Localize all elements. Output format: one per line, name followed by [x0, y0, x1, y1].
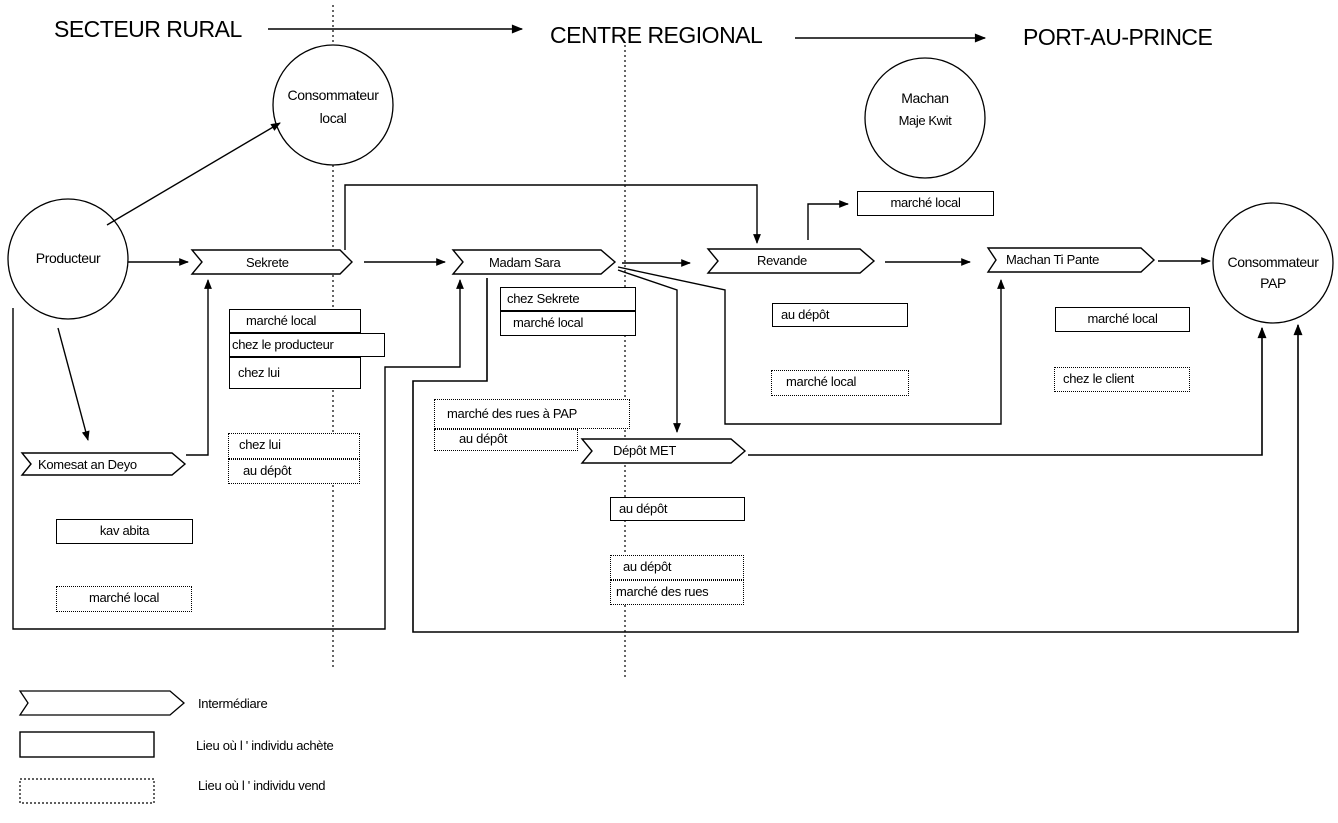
sekrete-sell-chez-lui: chez lui	[228, 433, 360, 459]
consommateur-pap-label: Consommateur PAP	[1210, 254, 1336, 292]
sekrete-label: Sekrete	[246, 255, 289, 270]
arrow-madam-sara-ti-pante	[617, 266, 1005, 425]
machan-ti-pante-label: Machan Ti Pante	[1006, 252, 1100, 267]
madam-sara-chevron	[451, 249, 617, 275]
arrow-komesat-sekrete	[186, 279, 212, 456]
legend-sell-label: Lieu où l ' individu vend	[198, 778, 326, 793]
arrow-depot-consommateur	[748, 326, 1267, 456]
madam-sara-buy-marche-local: marché local	[500, 311, 636, 336]
revande-sell-marche-local: marché local	[771, 370, 909, 396]
revande-chevron	[706, 248, 876, 274]
legend-chevron	[18, 690, 185, 716]
revande-buy-marche-local: marché local	[857, 191, 994, 216]
consommateur-pap-node	[1212, 202, 1334, 324]
machan-maje-kwit-label: Machan Maje Kwit	[865, 90, 985, 128]
sekrete-chevron	[190, 249, 353, 275]
line-madam-sara-left	[412, 278, 1303, 633]
machan-ti-pante-chevron	[986, 247, 1156, 273]
region-title-rural: SECTEUR RURAL	[54, 16, 242, 42]
revande-buy-au-depot: au dépôt	[772, 303, 908, 327]
sekrete-buy-marche-local: marché local	[229, 309, 361, 333]
legend-sell-box	[19, 778, 155, 804]
komesat-buy-kav-abita: kav abita	[56, 519, 193, 544]
depot-buy-au-depot: au dépôt	[610, 497, 745, 521]
producteur-node	[7, 198, 129, 320]
label-line: PAP	[1260, 274, 1286, 291]
label-line: Maje Kwit	[898, 112, 952, 128]
legend-buy-box	[19, 731, 155, 758]
komesat-sell-marche-local: marché local	[56, 586, 192, 612]
revande-label: Revande	[757, 253, 807, 268]
consommateur-local-label: Consommateur local	[270, 87, 396, 127]
machan-maje-kwit-node	[864, 57, 986, 179]
depot-met-label: Dépôt MET	[613, 443, 677, 458]
legend-buy-label: Lieu où l ' individu achète	[196, 738, 334, 753]
label-line: Consommateur	[1227, 254, 1319, 270]
label-line: Consommateur	[287, 87, 379, 103]
ti-pante-sell-chez-client: chez le client	[1054, 367, 1190, 392]
sekrete-buy-chez-producteur: chez le producteur	[229, 333, 385, 357]
ti-pante-buy-marche-local: marché local	[1055, 307, 1190, 332]
label-line: local	[319, 109, 347, 126]
region-title-regional: CENTRE REGIONAL	[550, 22, 763, 48]
arrow-producteur-komesat	[57, 327, 90, 441]
komesat-chevron	[20, 452, 187, 476]
sekrete-buy-chez-lui: chez lui	[229, 357, 361, 389]
sekrete-sell-au-depot: au dépôt	[228, 459, 360, 484]
producteur-label: Producteur	[35, 250, 101, 266]
arrow-madam-sara-depot	[617, 269, 681, 433]
legend-intermediary-label: Intermédiare	[198, 696, 268, 711]
consommateur-local-node	[272, 44, 394, 166]
arrow-producteur-madam-sara	[12, 279, 464, 630]
arrow-revande-marche-local	[807, 200, 849, 240]
komesat-label: Komesat an Deyo	[38, 457, 137, 472]
region-title-capital: PORT-AU-PRINCE	[1023, 24, 1213, 50]
madam-sara-sell-marche-rues: marché des rues à PAP	[434, 399, 630, 429]
arrow-producteur-consommateur-local	[106, 122, 281, 226]
depot-met-chevron	[580, 438, 747, 464]
madam-sara-label: Madam Sara	[489, 255, 561, 270]
madam-sara-buy-chez-sekrete: chez Sekrete	[500, 287, 636, 311]
madam-sara-sell-au-depot: au dépôt	[434, 429, 578, 451]
label-line: Machan	[901, 90, 949, 106]
depot-sell-au-depot: au dépôt	[610, 555, 744, 580]
arrow-sekrete-revande	[344, 184, 761, 250]
depot-sell-marche-rues: marché des rues	[610, 580, 744, 605]
